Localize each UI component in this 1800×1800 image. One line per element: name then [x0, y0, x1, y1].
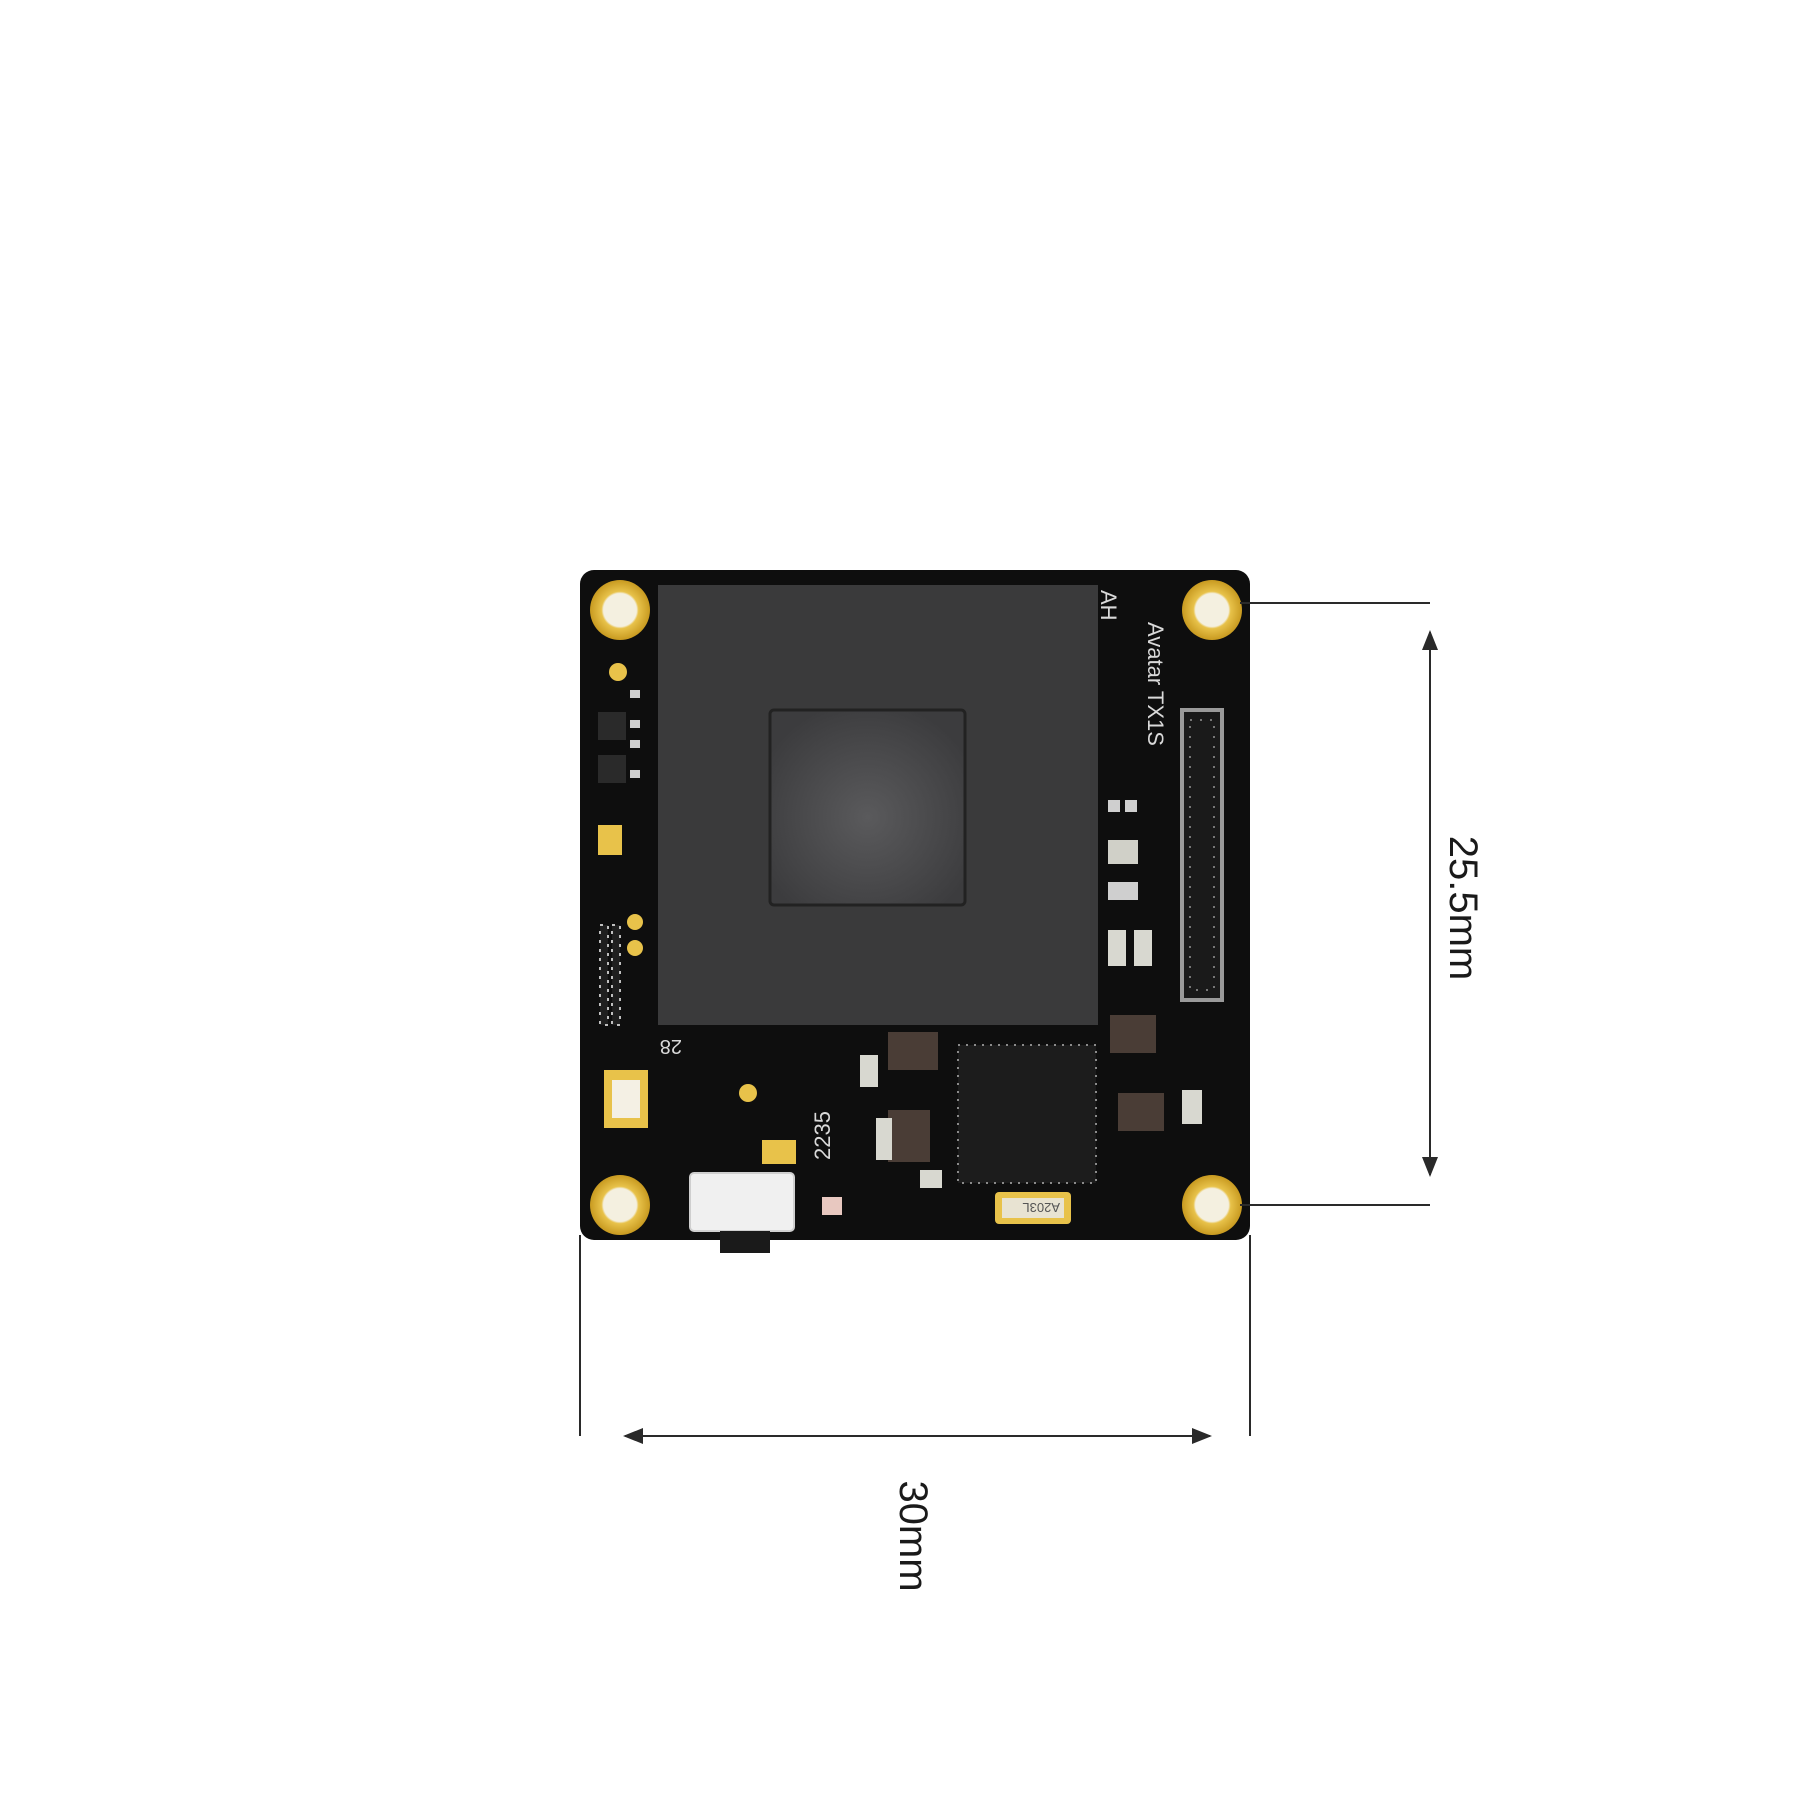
mount-hole-bottom-left — [590, 1175, 650, 1235]
connector — [689, 1172, 795, 1232]
main-chip — [768, 708, 967, 907]
crystal-label: A203L — [1022, 1200, 1060, 1215]
width-label: 30mm — [891, 1480, 935, 1591]
pad-label: 28 — [660, 1035, 682, 1057]
width-dimension: 30mm — [579, 1235, 1251, 1592]
pcb-board: Avatar TX1S AH 2235 28 A203L — [580, 570, 1250, 1253]
mount-hole-top-left — [590, 580, 650, 640]
chip-code-label: 2235 — [810, 1111, 835, 1160]
mount-hole-top-right — [1182, 580, 1242, 640]
mount-hole-bottom-right — [1182, 1175, 1242, 1235]
qfn-chip — [957, 1044, 1097, 1184]
mount-spacing-dimension: 25.5mm — [1240, 602, 1485, 1206]
model-label: Avatar TX1S — [1143, 622, 1168, 746]
corner-label: AH — [1096, 590, 1121, 621]
mount-spacing-label: 25.5mm — [1441, 836, 1485, 981]
